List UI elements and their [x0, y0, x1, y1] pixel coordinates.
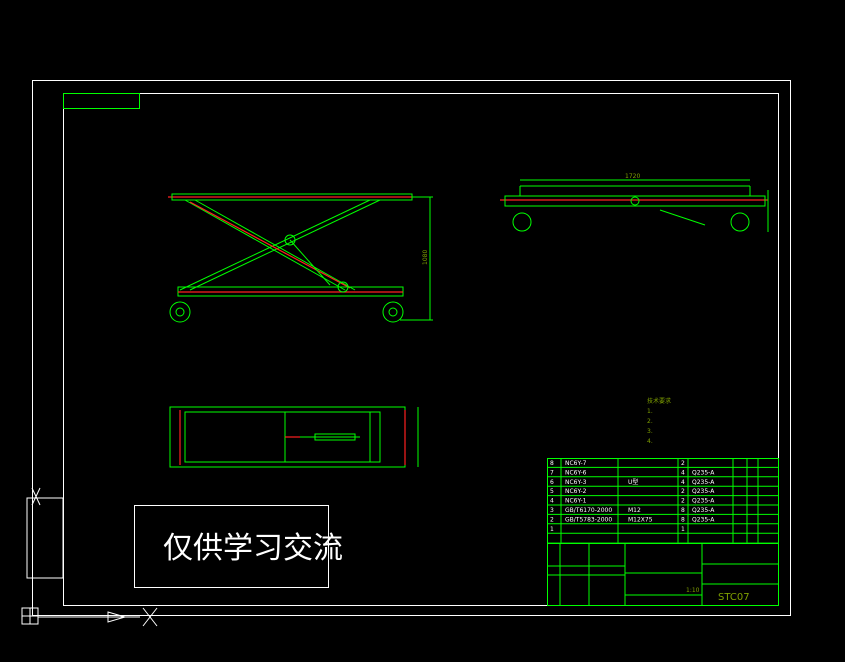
bom-name: M12	[628, 507, 641, 514]
bom-name: M12X75	[628, 516, 653, 523]
drawing-number: STC07	[718, 592, 750, 603]
bom-qty: 2	[681, 498, 685, 505]
bom-material: Q235-A	[692, 469, 715, 476]
bom-no: 6	[550, 479, 554, 486]
bom-qty: 2	[681, 488, 685, 495]
bom-code: NC6Y-7	[565, 460, 587, 467]
bom-qty: 8	[681, 507, 685, 514]
title-block: 1:10 STC07	[547, 543, 779, 606]
outer-frame	[32, 80, 791, 616]
watermark-box	[134, 505, 329, 588]
corner-label-box	[63, 93, 140, 109]
bom-no: 3	[550, 507, 554, 514]
svg-text:4.: 4.	[647, 438, 653, 445]
bom-qty: 4	[681, 479, 685, 486]
bom-material: Q235-A	[692, 516, 715, 523]
scale-value: 1:10	[686, 587, 700, 594]
end-view: 1720	[500, 173, 769, 232]
bom-material: Q235-A	[692, 507, 715, 514]
watermark-text: 仅供学习交流	[163, 531, 343, 566]
bom-material: Q235-A	[692, 479, 715, 486]
top-view	[169, 406, 419, 468]
bom-material: Q235-A	[692, 488, 715, 495]
bom-no: 1	[550, 526, 554, 533]
bom-no: 2	[550, 516, 554, 523]
bom-no: 8	[550, 460, 554, 467]
svg-text:3.: 3.	[647, 428, 653, 435]
bom-no: 5	[550, 488, 554, 495]
margin-symbols	[21, 487, 158, 627]
svg-text:2.: 2.	[647, 418, 653, 425]
dimension-width: 1720	[625, 173, 640, 180]
technical-notes: 技术要求 1. 2. 3. 4.	[647, 397, 671, 445]
bom-qty: 8	[681, 516, 685, 523]
side-view: 1080	[168, 193, 433, 323]
svg-text:技术要求: 技术要求	[647, 397, 671, 405]
bom-material: Q235-A	[692, 498, 715, 505]
bom-qty: 2	[681, 460, 685, 467]
bom-code: NC6Y-6	[565, 469, 587, 476]
svg-text:1.: 1.	[647, 408, 653, 415]
bom-code: GB/T5783-2000	[565, 516, 612, 523]
dimension-height: 1080	[422, 250, 429, 265]
bom-no: 4	[550, 498, 554, 505]
bom-code: NC6Y-3	[565, 479, 587, 486]
bom-code: NC6Y-2	[565, 488, 587, 495]
bom-code: NC6Y-1	[565, 498, 587, 505]
bom-qty: 4	[681, 469, 685, 476]
bom-no: 7	[550, 469, 554, 476]
bom-qty: 1	[681, 526, 685, 533]
inner-frame	[63, 93, 779, 606]
bom-name: U型	[628, 478, 638, 486]
bom-code: GB/T6170-2000	[565, 507, 612, 514]
